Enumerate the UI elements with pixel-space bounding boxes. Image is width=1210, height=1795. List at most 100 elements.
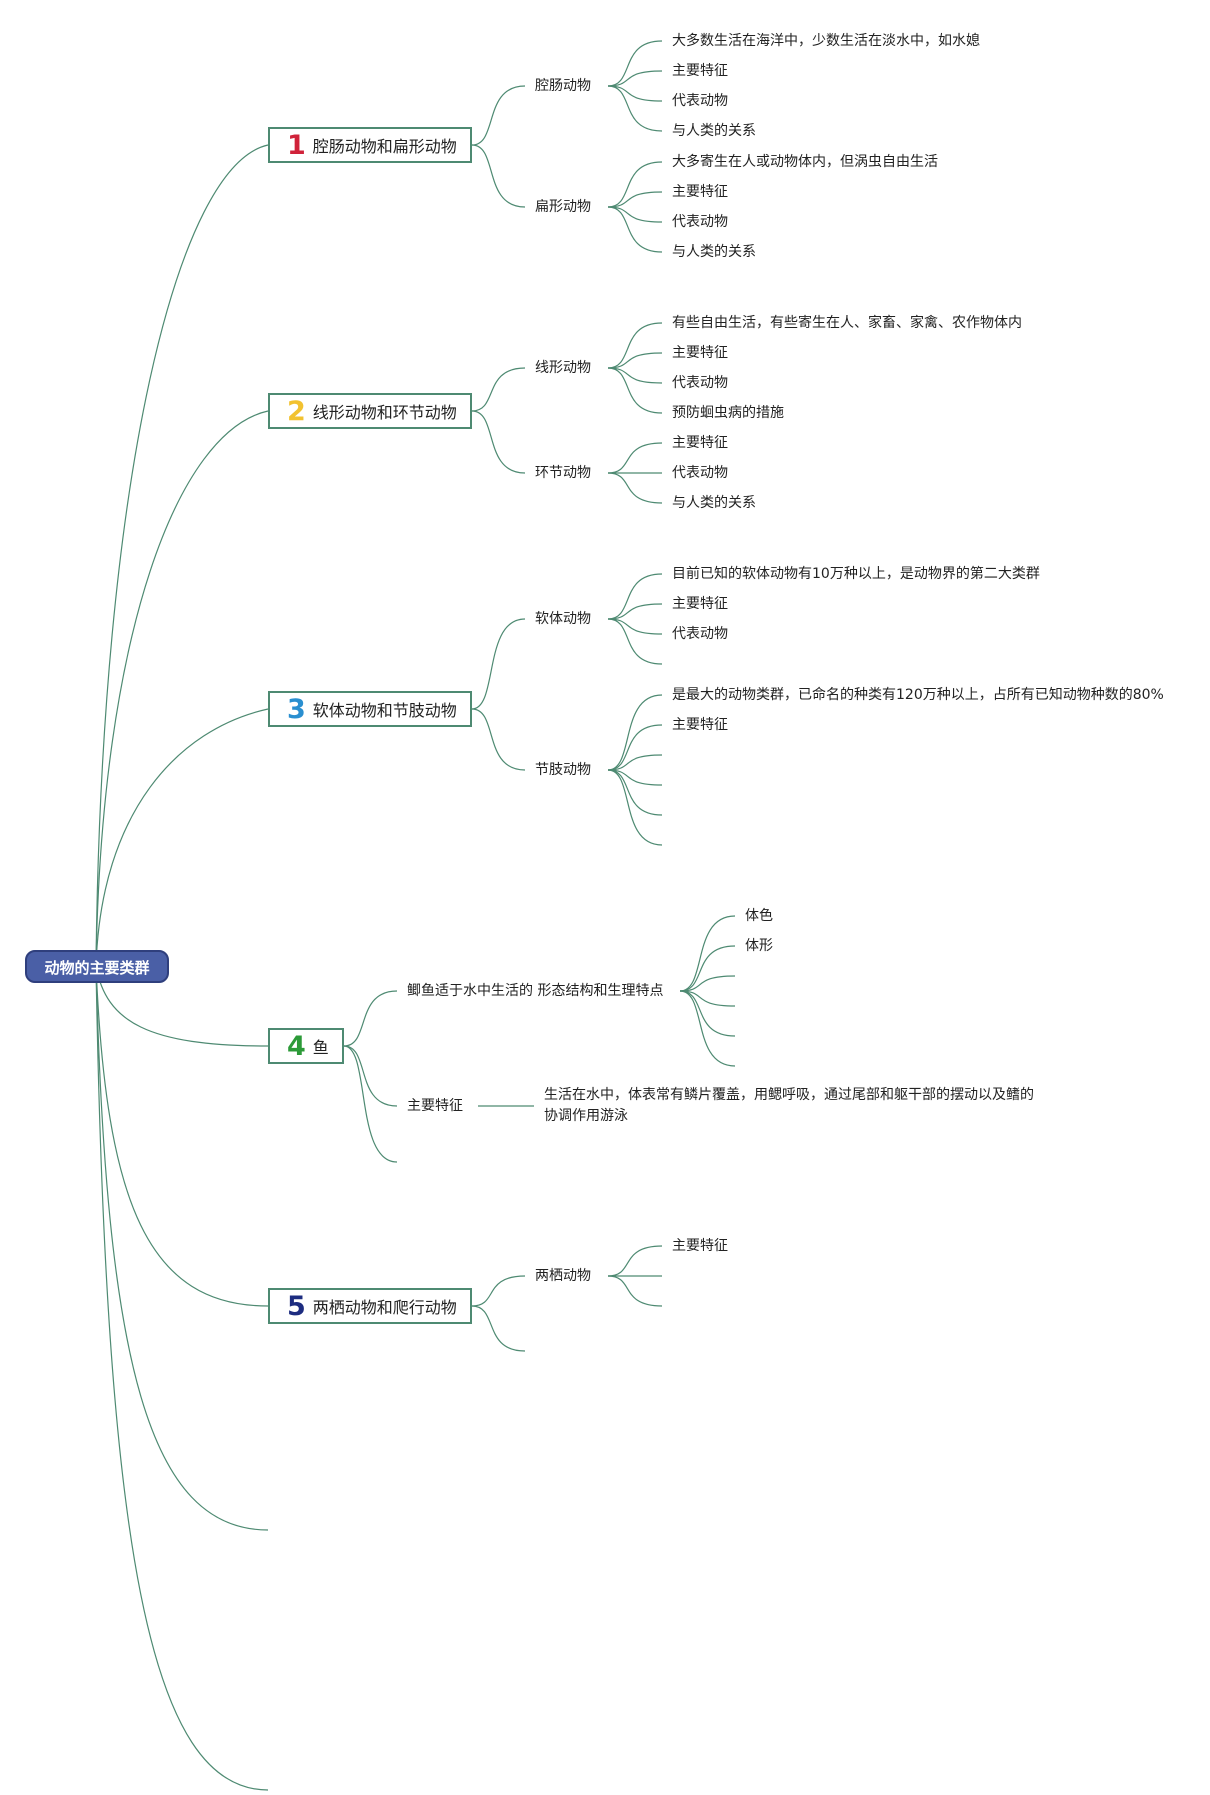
carp-leaf-link-2 xyxy=(679,975,736,992)
topic-2-label: 线形动物和环节动物 xyxy=(312,403,457,422)
leaf-arthropod-features[interactable]: 主要特征 xyxy=(672,717,728,733)
leaf-arthropod-count[interactable]: 是最大的动物类群，已命名的种类有120万种以上，占所有已知动物种数的80% xyxy=(672,687,1164,703)
coelenterate-leaf-link-3 xyxy=(607,85,663,132)
topic-5[interactable]: 5 两栖动物和爬行动物 xyxy=(268,1288,472,1324)
leaf-roundworm-habitat[interactable]: 有些自由生活，有些寄生在人、家畜、家禽、农作物体内 xyxy=(672,315,1022,331)
leaf-mollusk-count[interactable]: 目前已知的软体动物有10万种以上，是动物界的第二大类群 xyxy=(672,566,1040,582)
subtopic-annelid[interactable]: 环节动物 xyxy=(535,465,591,481)
mollusk-leaf-link-1 xyxy=(607,603,663,620)
subtopic-coelenterate[interactable]: 腔肠动物 xyxy=(535,78,591,94)
root-topic[interactable]: 动物的主要类群 xyxy=(25,950,169,983)
topic-1-link-0 xyxy=(471,85,526,146)
topic-2-link-1 xyxy=(471,410,526,474)
annelid-leaf-link-0 xyxy=(607,442,663,474)
topic-4-label: 鱼 xyxy=(312,1038,329,1057)
flatworm-leaf-link-2 xyxy=(607,206,663,223)
roundworm-leaf-link-1 xyxy=(607,352,663,369)
leaf-flatworm-habitat[interactable]: 大多寄生在人或动物体内，但涡虫自由生活 xyxy=(672,154,938,170)
leaf-mollusk-features[interactable]: 主要特征 xyxy=(672,596,728,612)
number-2-badge: 2 xyxy=(287,395,306,427)
carp-leaf-link-1 xyxy=(679,945,736,992)
leaf-coelenterate-examples[interactable]: 代表动物 xyxy=(672,93,728,109)
number-4-badge: 4 xyxy=(287,1030,306,1062)
annelid-leaf-link-2 xyxy=(607,472,663,504)
subtopic-roundworm[interactable]: 线形动物 xyxy=(535,360,591,376)
coelenterate-leaf-link-0 xyxy=(607,40,663,87)
arthropod-leaf-link-1 xyxy=(607,724,663,771)
topic-1-label: 腔肠动物和扁形动物 xyxy=(312,137,457,156)
leaf-annelid-human-relation[interactable]: 与人类的关系 xyxy=(672,495,756,511)
arthropod-leaf-link-3 xyxy=(607,769,663,786)
root-link-3 xyxy=(95,708,269,967)
subtopic-fish-features[interactable]: 主要特征 xyxy=(407,1098,463,1114)
topic-2[interactable]: 2 线形动物和环节动物 xyxy=(268,393,472,429)
leaf-mollusk-examples[interactable]: 代表动物 xyxy=(672,626,728,642)
subtopic-crucian-carp[interactable]: 鲫鱼适于水中生活的 形态结构和生理特点 xyxy=(407,983,664,999)
leaf-fish-features-detail[interactable]: 生活在水中，体表常有鳞片覆盖，用鳃呼吸，通过尾部和躯干部的摆动以及鳍的协调作用游… xyxy=(544,1087,1034,1124)
root-link-4 xyxy=(95,965,269,1047)
root-link-5 xyxy=(95,965,269,1307)
arthropod-leaf-link-5 xyxy=(607,769,663,846)
root-link-2 xyxy=(95,410,269,967)
number-5-badge: 5 xyxy=(287,1290,306,1322)
arthropod-leaf-link-0 xyxy=(607,694,663,771)
leaf-coelenterate-features[interactable]: 主要特征 xyxy=(672,63,728,79)
leaf-annelid-examples[interactable]: 代表动物 xyxy=(672,465,728,481)
subtopic-flatworm[interactable]: 扁形动物 xyxy=(535,199,591,215)
topic-1-link-1 xyxy=(471,144,526,208)
leaf-amphibian-features[interactable]: 主要特征 xyxy=(672,1238,728,1254)
roundworm-leaf-link-2 xyxy=(607,367,663,384)
arthropod-leaf-link-4 xyxy=(607,769,663,816)
amphibian-leaf-link-0 xyxy=(607,1245,663,1277)
topic-5-link-0 xyxy=(471,1275,526,1307)
leaf-flatworm-human-relation[interactable]: 与人类的关系 xyxy=(672,244,756,260)
roundworm-leaf-link-3 xyxy=(607,367,663,414)
number-1-badge: 1 xyxy=(287,129,306,161)
topic-4-link-1 xyxy=(343,1045,398,1107)
mollusk-leaf-link-3 xyxy=(607,618,663,665)
leaf-body-shape[interactable]: 体形 xyxy=(745,938,773,954)
amphibian-leaf-link-2 xyxy=(607,1275,663,1307)
root-link-1 xyxy=(95,144,269,967)
subtopic-mollusk[interactable]: 软体动物 xyxy=(535,611,591,627)
number-3-badge: 3 xyxy=(287,693,306,725)
topic-3[interactable]: 3 软体动物和节肢动物 xyxy=(268,691,472,727)
topic-4[interactable]: 4 鱼 xyxy=(268,1028,344,1064)
mollusk-leaf-link-0 xyxy=(607,573,663,620)
roundworm-leaf-link-0 xyxy=(607,322,663,369)
leaf-flatworm-features[interactable]: 主要特征 xyxy=(672,184,728,200)
topic-5-link-1 xyxy=(471,1305,526,1352)
topic-3-label: 软体动物和节肢动物 xyxy=(312,701,457,720)
leaf-annelid-features[interactable]: 主要特征 xyxy=(672,435,728,451)
topic-3-link-1 xyxy=(471,708,526,771)
root-link-6 xyxy=(95,965,269,1531)
carp-leaf-link-5 xyxy=(679,990,736,1067)
subtopic-amphibian[interactable]: 两栖动物 xyxy=(535,1268,591,1284)
root-link-7 xyxy=(95,965,269,1791)
subtopic-arthropod[interactable]: 节肢动物 xyxy=(535,762,591,778)
topic-5-label: 两栖动物和爬行动物 xyxy=(312,1298,457,1317)
flatworm-leaf-link-3 xyxy=(607,206,663,253)
topic-3-link-0 xyxy=(471,618,526,710)
leaf-coelenterate-habitat[interactable]: 大多数生活在海洋中，少数生活在淡水中，如水媳 xyxy=(672,33,980,49)
coelenterate-leaf-link-2 xyxy=(607,85,663,102)
topic-2-link-0 xyxy=(471,367,526,412)
leaf-flatworm-examples[interactable]: 代表动物 xyxy=(672,214,728,230)
arthropod-leaf-link-2 xyxy=(607,754,663,771)
topic-4-link-0 xyxy=(343,990,398,1047)
carp-leaf-link-4 xyxy=(679,990,736,1037)
leaf-coelenterate-human-relation[interactable]: 与人类的关系 xyxy=(672,123,756,139)
topic-4-link-2 xyxy=(343,1045,398,1163)
leaf-roundworm-examples[interactable]: 代表动物 xyxy=(672,375,728,391)
flatworm-leaf-link-0 xyxy=(607,161,663,208)
coelenterate-leaf-link-1 xyxy=(607,70,663,87)
topic-1[interactable]: 1 腔肠动物和扁形动物 xyxy=(268,127,472,163)
leaf-roundworm-features[interactable]: 主要特征 xyxy=(672,345,728,361)
carp-leaf-link-0 xyxy=(679,915,736,992)
flatworm-leaf-link-1 xyxy=(607,191,663,208)
mollusk-leaf-link-2 xyxy=(607,618,663,635)
leaf-body-color[interactable]: 体色 xyxy=(745,908,773,924)
carp-leaf-link-3 xyxy=(679,990,736,1007)
leaf-roundworm-prevention[interactable]: 预防蛔虫病的措施 xyxy=(672,405,784,421)
